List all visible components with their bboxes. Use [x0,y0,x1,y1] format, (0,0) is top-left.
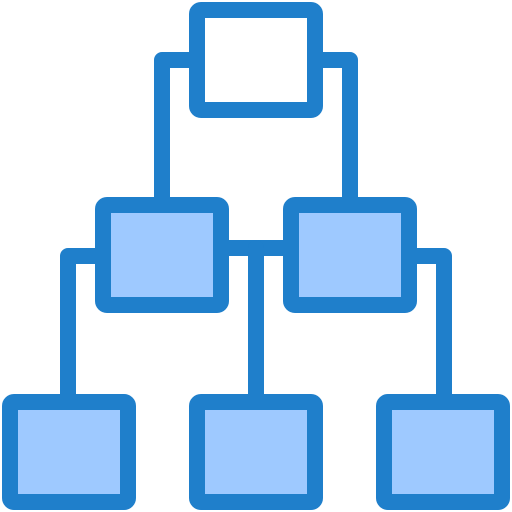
connector-mid-left-bottom-left [60,248,111,410]
connector-lines [60,52,452,410]
bottom-center-node [189,394,323,510]
bottom-left-node [2,394,136,510]
connector-top-right [307,52,358,213]
middle-right-node [283,197,417,313]
bottom-right-node [376,394,510,510]
middle-left-node [95,197,229,313]
connector-mid-right-bottom-right [401,248,452,410]
top-node [189,2,323,118]
connector-top-left [154,52,205,213]
